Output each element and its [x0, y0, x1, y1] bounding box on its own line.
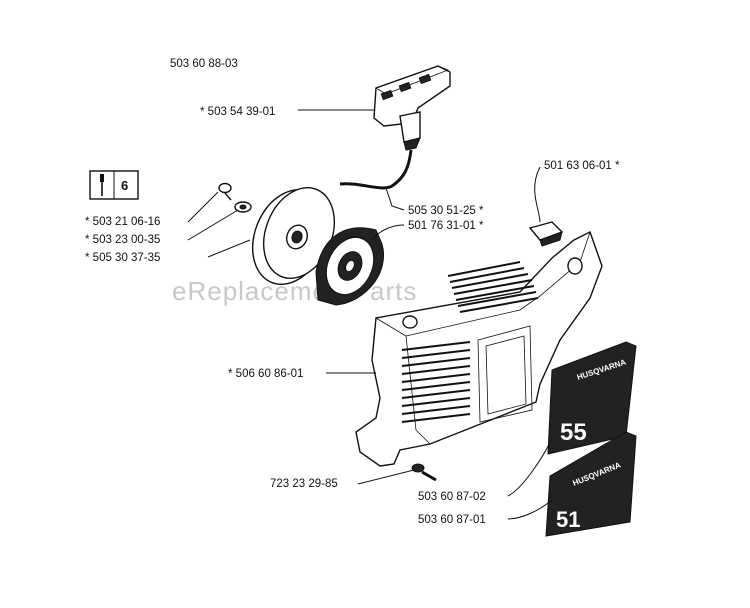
- callout-starter-pulley: * 505 30 37-35: [85, 252, 160, 264]
- tank-cap-plug: [528, 221, 564, 247]
- callout-cover-screw: 723 23 29-85: [270, 478, 338, 490]
- callout-tank-cap-plug: 501 63 06-01 *: [544, 160, 620, 172]
- leader-lines: [187, 109, 553, 520]
- callout-decal-55: 503 60 87-02: [418, 491, 486, 503]
- callout-pulley-washer: * 503 23 00-35: [85, 234, 160, 246]
- tool-badge-value: 6: [121, 178, 128, 193]
- decal-55: HUSQVARNA 55: [547, 341, 637, 455]
- callout-spring-cassette: 501 76 31-01 *: [408, 220, 484, 232]
- pulley-washer: [234, 201, 252, 213]
- spring-cassette: [315, 227, 384, 306]
- starter-cover: [355, 231, 603, 467]
- decal-51: HUSQVARNA 51: [545, 431, 637, 537]
- screwdriver-icon: [100, 174, 104, 196]
- decal-55-text: 55: [560, 419, 587, 446]
- callout-pulley-screw: * 503 21 06-16: [85, 216, 160, 228]
- tool-badge: 6: [89, 170, 139, 200]
- starter-handle: [373, 65, 451, 151]
- decal-51-text: 51: [556, 507, 580, 532]
- cover-screw: [411, 463, 437, 482]
- pulley-screw: [218, 182, 232, 201]
- callout-starter-cover: * 506 60 86-01: [228, 368, 303, 380]
- cover-vents: [401, 261, 539, 423]
- callout-decal-51: 503 60 87-01: [418, 514, 486, 526]
- callout-starter-handle: * 503 54 39-01: [200, 106, 275, 118]
- callout-starter-cord: 505 30 51-25 *: [408, 205, 484, 217]
- assembly-number: 503 60 88-03: [170, 58, 238, 70]
- starter-cord: [339, 149, 413, 190]
- starter-pulley: [252, 187, 336, 285]
